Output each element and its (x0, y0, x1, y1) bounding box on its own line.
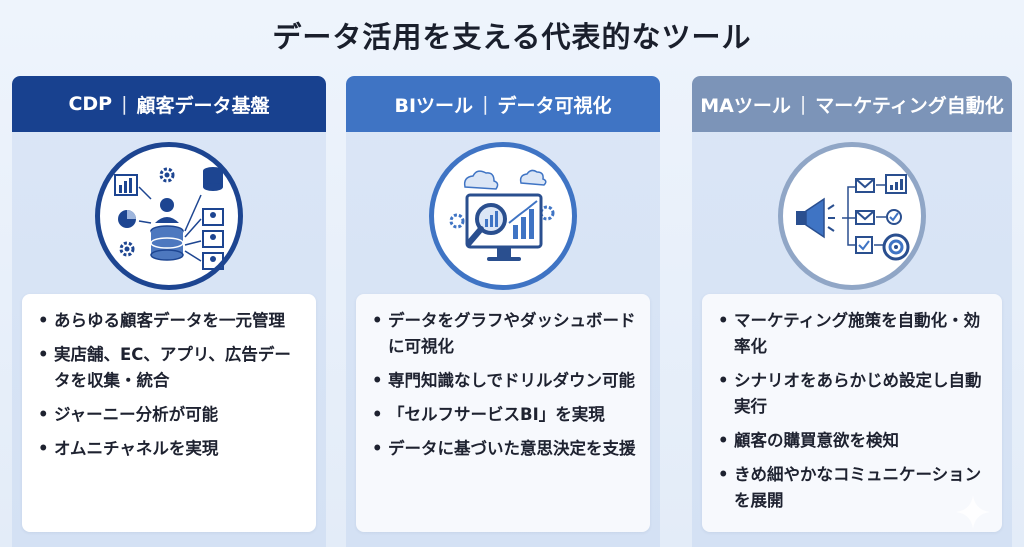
column-desc: データ可視化 (497, 94, 612, 117)
list-item: マーケティング施策を自動化・効率化 (716, 308, 990, 360)
list-item: きめ細やかなコミュニケーションを展開 (716, 462, 990, 514)
column-separator: | (799, 93, 807, 115)
column-desc: 顧客データ基盤 (136, 94, 270, 117)
list-item: 専門知識なしでドリルダウン可能 (370, 368, 638, 394)
feature-card-cdp: あらゆる顧客データを一元管理 実店舗、EC、アプリ、広告データを収集・統合 ジャ… (22, 294, 316, 532)
sparkle-icon (956, 495, 990, 529)
column-ma: MAツール | マーケティング自動化 (692, 76, 1012, 547)
list-item: ジャーニー分析が可能 (36, 402, 304, 428)
list-item: オムニチャネルを実現 (36, 436, 304, 462)
column-name: CDP (68, 93, 113, 115)
column-separator: | (482, 93, 489, 115)
page-title: データ活用を支える代表的なツール (272, 20, 752, 54)
list-item: 実店舗、EC、アプリ、広告データを収集・統合 (36, 342, 304, 394)
column-desc: マーケティング自動化 (815, 94, 1004, 117)
list-item: 顧客の購買意欲を検知 (716, 428, 990, 454)
column-cdp: CDP | 顧客データ基盤 (12, 76, 326, 547)
list-item: データに基づいた意思決定を支援 (370, 436, 638, 462)
feature-card-ma: マーケティング施策を自動化・効率化 シナリオをあらかじめ設定し自動実行 顧客の購… (702, 294, 1002, 532)
column-name: BIツール (394, 94, 474, 117)
column-header-bi: BIツール | データ可視化 (346, 76, 660, 132)
list-item: あらゆる顧客データを一元管理 (36, 308, 304, 334)
list-item: 「セルフサービスBI」を実現 (370, 402, 638, 428)
list-item: シナリオをあらかじめ設定し自動実行 (716, 368, 990, 420)
column-separator: | (121, 93, 128, 115)
megaphone-workflow-icon (778, 142, 926, 290)
database-people-icon (95, 142, 243, 290)
feature-card-bi: データをグラフやダッシュボードに可視化 専門知識なしでドリルダウン可能 「セルフ… (356, 294, 650, 532)
column-name: MAツール (700, 94, 791, 117)
dashboard-magnifier-icon (429, 142, 577, 290)
column-header-ma: MAツール | マーケティング自動化 (692, 76, 1012, 132)
column-bi: BIツール | データ可視化 (346, 76, 660, 547)
column-header-cdp: CDP | 顧客データ基盤 (12, 76, 326, 132)
list-item: データをグラフやダッシュボードに可視化 (370, 308, 638, 360)
